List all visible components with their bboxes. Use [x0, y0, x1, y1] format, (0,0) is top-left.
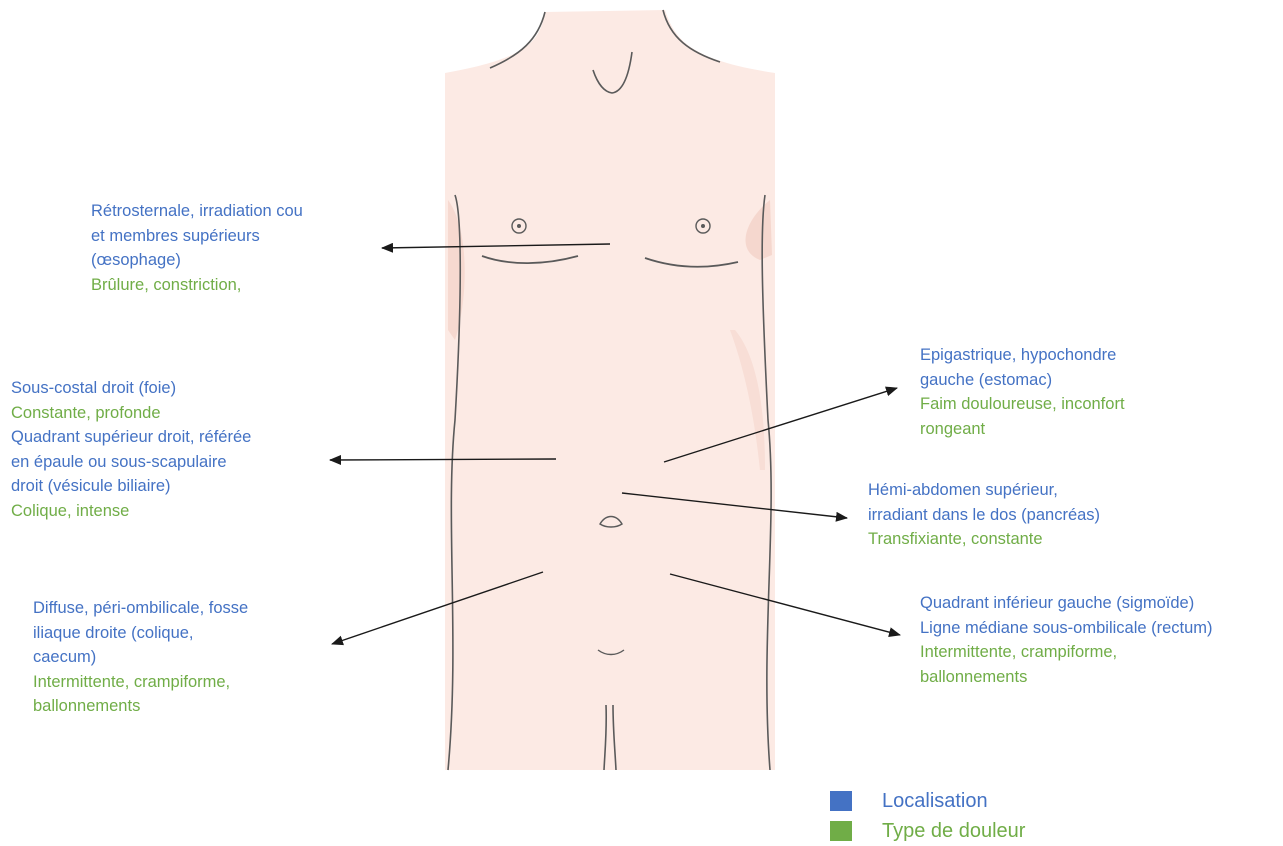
annotation-left-lower: Quadrant inférieur gauche (sigmoïde) Lig… — [920, 591, 1213, 689]
localisation-text: Epigastrique, hypochondre — [920, 343, 1125, 368]
pain-type-text: Transfixiante, constante — [868, 527, 1100, 552]
legend-item-type-douleur: Type de douleur — [830, 816, 1025, 846]
annotation-epigastric: Epigastrique, hypochondre gauche (estoma… — [920, 343, 1125, 441]
pain-type-text: ballonnements — [33, 694, 248, 719]
pain-type-text: Faim douloureuse, inconfort — [920, 392, 1125, 417]
localisation-text: et membres supérieurs — [91, 224, 303, 249]
localisation-text: caecum) — [33, 645, 248, 670]
localisation-text: Quadrant inférieur gauche (sigmoïde) — [920, 591, 1213, 616]
localisation-text: (œsophage) — [91, 248, 303, 273]
legend: Localisation Type de douleur — [830, 786, 1025, 846]
localisation-text: Sous-costal droit (foie) — [11, 376, 251, 401]
pain-type-text: Colique, intense — [11, 499, 251, 524]
localisation-text: Diffuse, péri-ombilicale, fosse — [33, 596, 248, 621]
pain-type-text: Constante, profonde — [11, 401, 251, 426]
legend-swatch-type-douleur — [830, 821, 852, 841]
annotation-right-lower: Diffuse, péri-ombilicale, fosse iliaque … — [33, 596, 248, 719]
pain-type-text: Intermittente, crampiforme, — [920, 640, 1213, 665]
localisation-text: Rétrosternale, irradiation cou — [91, 199, 303, 224]
pain-type-text: Intermittente, crampiforme, — [33, 670, 248, 695]
localisation-text: irradiant dans le dos (pancréas) — [868, 503, 1100, 528]
nipple-left-center — [517, 224, 521, 228]
annotation-right-upper: Sous-costal droit (foie) Constante, prof… — [11, 376, 251, 523]
torso-skin — [445, 10, 775, 770]
pain-type-text: ballonnements — [920, 665, 1213, 690]
legend-item-localisation: Localisation — [830, 786, 1025, 816]
localisation-text: droit (vésicule biliaire) — [11, 474, 251, 499]
pain-type-text: rongeant — [920, 417, 1125, 442]
localisation-text: en épaule ou sous-scapulaire — [11, 450, 251, 475]
legend-swatch-localisation — [830, 791, 852, 811]
pain-type-text: Brûlure, constriction, — [91, 273, 303, 298]
annotation-retrosternal: Rétrosternale, irradiation cou et membre… — [91, 199, 303, 314]
localisation-text: Quadrant supérieur droit, référée — [11, 425, 251, 450]
localisation-text: gauche (estomac) — [920, 368, 1125, 393]
legend-label-type-douleur: Type de douleur — [882, 820, 1025, 843]
localisation-text: Ligne médiane sous-ombilicale (rectum) — [920, 616, 1213, 641]
localisation-text: iliaque droite (colique, — [33, 621, 248, 646]
localisation-text: Hémi-abdomen supérieur, — [868, 478, 1100, 503]
nipple-right-center — [701, 224, 705, 228]
legend-label-localisation: Localisation — [882, 790, 988, 813]
annotation-pancreas: Hémi-abdomen supérieur, irradiant dans l… — [868, 478, 1100, 552]
